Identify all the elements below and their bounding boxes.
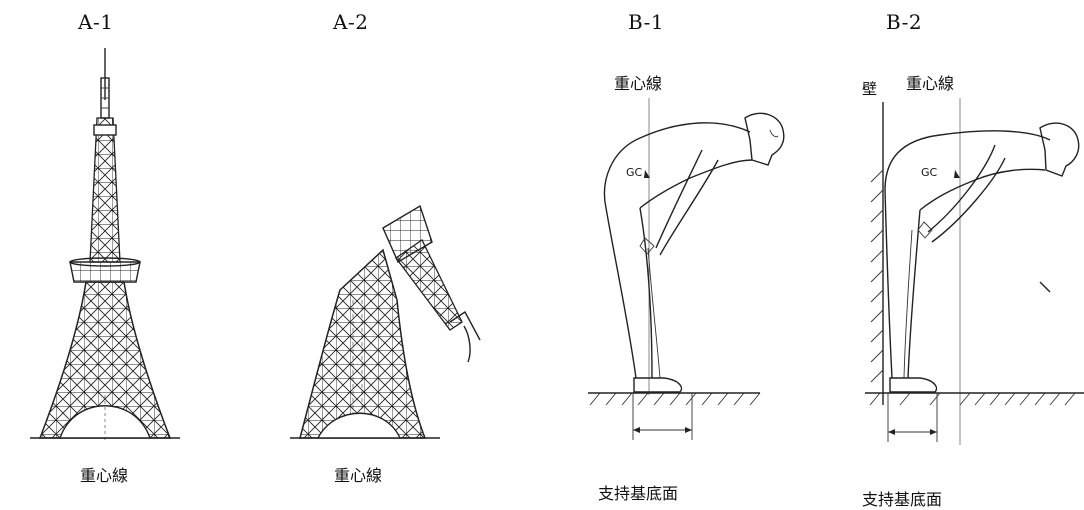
b1-gc-label: GC (626, 166, 643, 179)
person-bending-figure (588, 98, 785, 440)
b2-gravity-line-label: 重心線 (906, 74, 955, 93)
panel-label-b2: B-2 (886, 10, 923, 34)
person-against-wall-figure (865, 98, 1084, 445)
panel-label-b1: B-1 (628, 10, 665, 34)
b1-gravity-line-label: 重心線 (614, 74, 663, 93)
b2-support-base-caption: 支持基底面 (862, 490, 943, 509)
panel-label-a2: A-2 (333, 10, 369, 34)
a1-gravity-line-caption: 重心線 (80, 466, 129, 485)
b2-gc-label: GC (921, 166, 938, 179)
tower-bent-figure (290, 204, 481, 439)
b1-support-base-caption: 支持基底面 (598, 484, 679, 503)
tower-upright-figure (30, 48, 180, 440)
panel-label-a1: A-1 (78, 10, 114, 34)
b2-wall-label: 壁 (862, 80, 878, 98)
a2-gravity-line-caption: 重心線 (334, 466, 383, 485)
